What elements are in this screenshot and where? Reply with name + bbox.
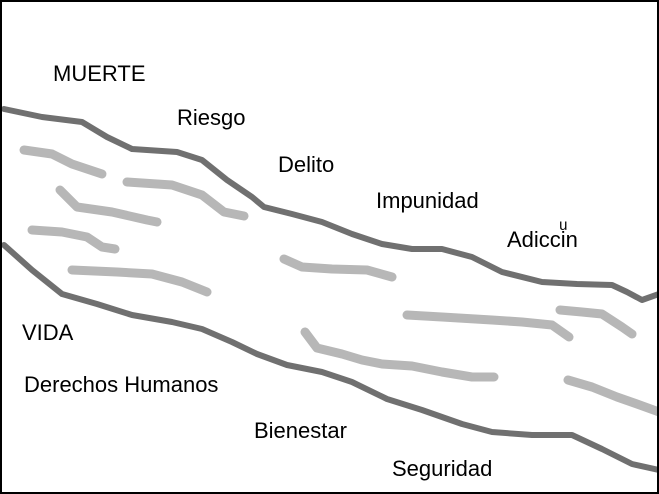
stream-line [279, 254, 397, 282]
stream-line [563, 375, 657, 417]
stream-lines [19, 145, 657, 417]
label-derechos-humanos: Derechos Humanos [24, 372, 219, 397]
stream-line [19, 145, 107, 179]
label-adiccion: Adicciͧn [507, 227, 578, 252]
stream-line [27, 225, 120, 254]
stream-line [555, 305, 637, 339]
stream-line [122, 177, 249, 221]
label-delito: Delito [278, 152, 335, 177]
stream-line [300, 327, 499, 382]
upper-boundary-line [2, 106, 657, 303]
stream-line [55, 185, 162, 227]
label-bienestar: Bienestar [254, 418, 347, 443]
stream-line [67, 265, 212, 297]
label-vida: VIDA [22, 320, 74, 345]
label-seguridad: Seguridad [392, 456, 493, 481]
stream-line [402, 310, 574, 342]
lower-boundary-line [2, 242, 657, 473]
label-muerte: MUERTE [53, 61, 146, 86]
label-riesgo: Riesgo [177, 105, 246, 130]
label-impunidad: Impunidad [376, 188, 479, 213]
